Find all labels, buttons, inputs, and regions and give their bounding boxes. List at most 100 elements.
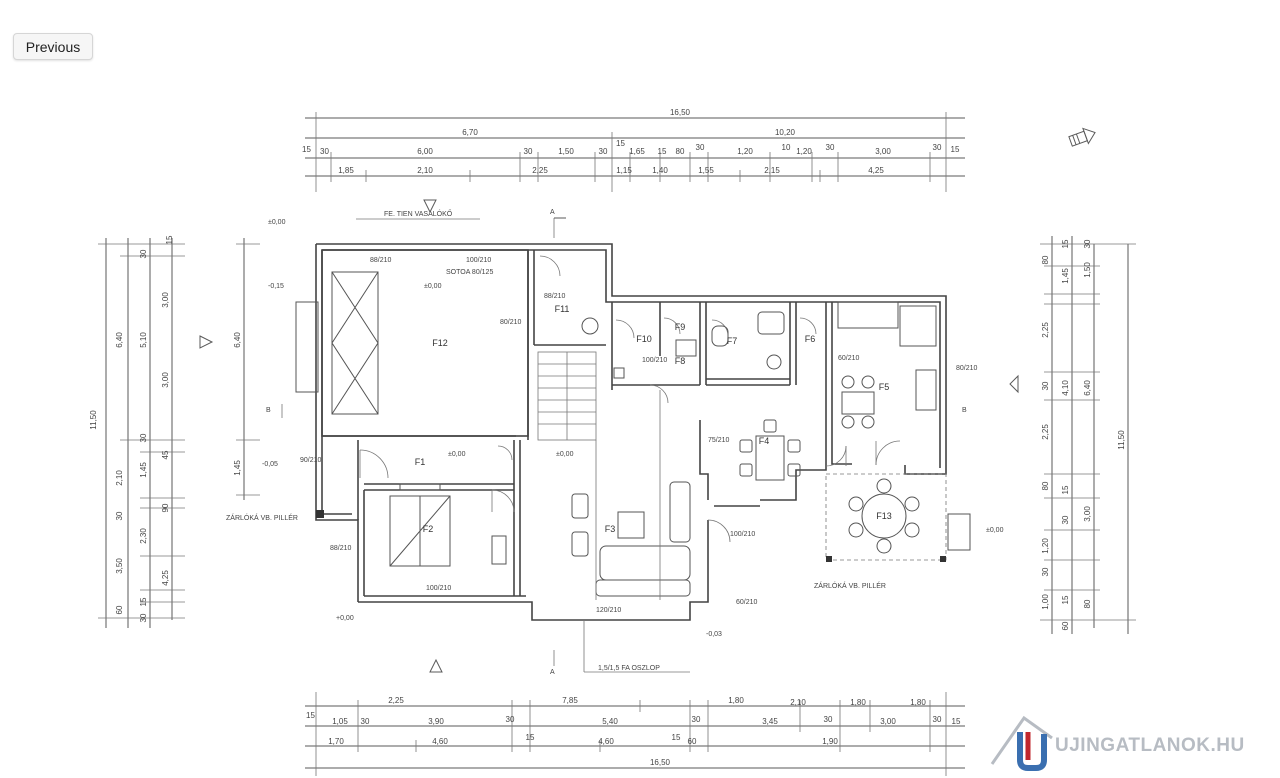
- dim: 5,10: [139, 332, 148, 348]
- dim: 1,80: [850, 698, 866, 707]
- dim: 1,80: [910, 698, 926, 707]
- dim: 1,00: [1041, 594, 1050, 610]
- right-dimension-chains: 80 1,45 1,50 2,25 4,10 30 6,40 2,25 11,5…: [1040, 236, 1136, 634]
- dim: 4,25: [868, 166, 884, 175]
- opening-label: 88/210: [544, 293, 566, 300]
- dim: 30: [139, 613, 148, 622]
- dim: 3,50: [115, 558, 124, 574]
- room-label: F6: [805, 334, 816, 344]
- dim: 6,40: [1083, 380, 1092, 396]
- room-label: F2: [423, 524, 434, 534]
- left-dimension-chains: 11,50 6,40 5,10 3,00 3,00 30 30 1,45 45 …: [89, 235, 260, 628]
- opening-label: 100/210: [466, 257, 491, 264]
- dim: 15: [1061, 595, 1070, 604]
- dim: 15: [951, 145, 960, 154]
- dim: 1,45: [233, 460, 242, 476]
- dim: 2,10: [115, 470, 124, 486]
- room-label: F5: [879, 382, 890, 392]
- room-label: F11: [555, 304, 570, 314]
- dim: 60: [1061, 621, 1070, 630]
- opening-label: 100/210: [642, 357, 667, 364]
- level-mark: ±0,00: [556, 451, 574, 458]
- opening-label: 100/210: [426, 585, 451, 592]
- north-arrow-icon: [1068, 127, 1096, 147]
- dim: 15: [302, 145, 311, 154]
- dim: 30: [320, 147, 329, 156]
- dim: 1,50: [558, 147, 574, 156]
- dim: 4,10: [1061, 380, 1070, 396]
- dim: 6,00: [417, 147, 433, 156]
- annotations: FE. TIEN VASALÓKŐ SOTOA 80/125 ZÁRLÓKÁ V…: [226, 209, 886, 673]
- level-mark: ±0,00: [424, 283, 442, 290]
- dim: 1,80: [728, 696, 744, 705]
- dim: 1,05: [332, 717, 348, 726]
- level-mark: -0,03: [706, 631, 722, 638]
- annotation: ZÁRLÓKÁ VB. PILLÉR: [814, 581, 886, 590]
- dim: 30: [824, 715, 833, 724]
- dim: 7,85: [562, 696, 578, 705]
- dim: 30: [1041, 567, 1050, 576]
- previous-button[interactable]: Previous: [13, 33, 93, 60]
- dim: 30: [524, 147, 533, 156]
- opening-label: 80/210: [500, 319, 522, 326]
- dim: 4,60: [598, 737, 614, 746]
- dim: 30: [1083, 239, 1092, 248]
- dim: 30: [933, 143, 942, 152]
- section-marker: A: [550, 209, 555, 216]
- opening-label: 100/210: [730, 531, 755, 538]
- top-dimension-chains: 16,50 6,70 10,20 15 30 6,00 30 1,50 30 1…: [302, 108, 965, 192]
- dim: 4,25: [161, 570, 170, 586]
- dim: 80: [676, 147, 685, 156]
- doors: [359, 255, 901, 543]
- room-label: F13: [876, 511, 892, 521]
- dim: 2,15: [764, 166, 780, 175]
- dim: 30: [826, 143, 835, 152]
- room-label: F12: [432, 338, 448, 348]
- opening-label: 120/210: [596, 607, 621, 614]
- dim: 3,45: [762, 717, 778, 726]
- dim: 1,85: [338, 166, 354, 175]
- dim: 30: [139, 249, 148, 258]
- dim: 1,45: [1061, 268, 1070, 284]
- room-label: F8: [675, 356, 686, 366]
- house-logo-icon: [990, 715, 1053, 771]
- dim: 30: [361, 717, 370, 726]
- opening-label: 60/210: [736, 599, 758, 606]
- room-label: F7: [727, 336, 738, 346]
- dim: 30: [506, 715, 515, 724]
- dim: 15: [658, 147, 667, 156]
- level-mark: +0,00: [336, 615, 354, 622]
- dim: 15: [952, 717, 961, 726]
- dim: 30: [1061, 515, 1070, 524]
- dim: 4,60: [432, 737, 448, 746]
- dim: 1,20: [796, 147, 812, 156]
- level-marks: ±0,00 -0,15 -0,05 +0,00 ±0,00 -0,03 ±0,0…: [262, 219, 1004, 638]
- dim: 1,20: [1041, 538, 1050, 554]
- bottom-dimension-chains: 2,25 7,85 1,80 2,10 1,80 1,80 15 1,05 30…: [305, 692, 965, 776]
- level-mark: ±0,00: [986, 527, 1004, 534]
- dim: 2,25: [1041, 322, 1050, 338]
- dim: 30: [599, 147, 608, 156]
- section-marker: B: [962, 407, 967, 414]
- dim: 2,10: [790, 698, 806, 707]
- dim: 80: [1041, 481, 1050, 490]
- dim: 10: [782, 143, 791, 152]
- dim: 30: [692, 715, 701, 724]
- level-mark: ±0,00: [448, 451, 466, 458]
- opening-label: 88/210: [370, 257, 392, 264]
- dim: 2,30: [139, 528, 148, 544]
- dim: 15: [1061, 485, 1070, 494]
- dim: 6,40: [233, 332, 242, 348]
- room-label: F9: [675, 322, 686, 332]
- dim: 1,65: [629, 147, 645, 156]
- dim: 5,40: [602, 717, 618, 726]
- dim: 11,50: [1117, 430, 1126, 450]
- dim: 15: [306, 711, 315, 720]
- room-label: F3: [605, 524, 616, 534]
- dim: 3,00: [880, 717, 896, 726]
- annotation: 1,5/1,5 FA OSZLOP: [598, 665, 660, 672]
- dim: 1,45: [139, 462, 148, 478]
- section-marker: B: [266, 407, 271, 414]
- dim: 80: [1083, 599, 1092, 608]
- dim: 90: [161, 503, 170, 512]
